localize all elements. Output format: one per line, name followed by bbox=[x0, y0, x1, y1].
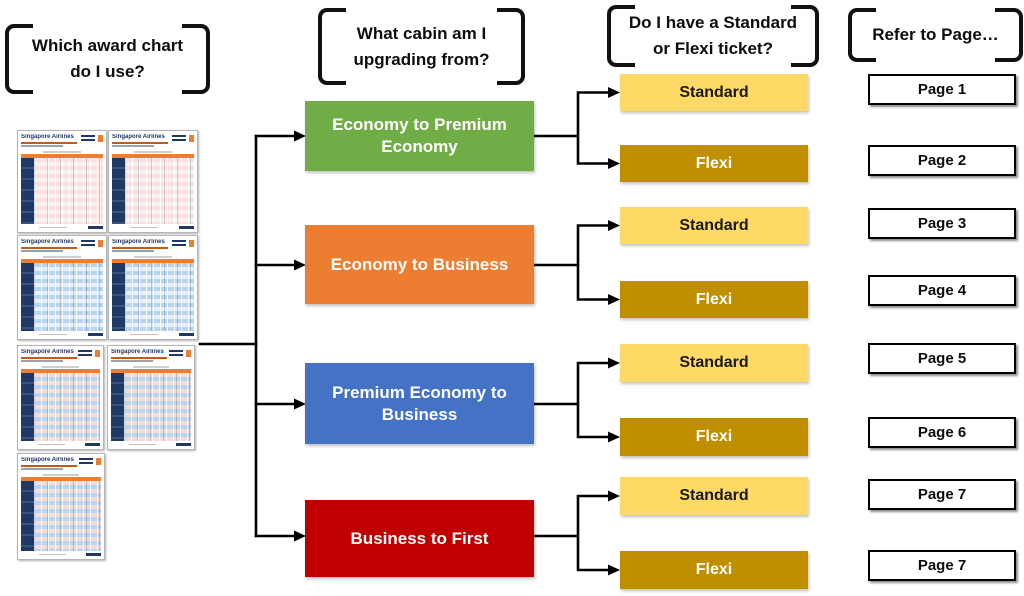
krisflyer-logo-icon bbox=[172, 239, 194, 250]
award-chart-thumbnail-2: Singapore Airlines bbox=[108, 130, 198, 233]
header-line: or Flexi ticket? bbox=[653, 39, 773, 58]
award-chart-thumbnail-1: Singapore Airlines bbox=[17, 130, 107, 233]
header-line: do I use? bbox=[70, 62, 145, 81]
thumb-header: Singapore Airlines bbox=[111, 349, 191, 364]
ticket-label: Flexi bbox=[695, 154, 733, 172]
header-line: Do I have a Standard bbox=[628, 13, 798, 32]
cabin-box-label: Economy to Business bbox=[330, 254, 509, 274]
cabin-box-economy-to-business: Economy to Business bbox=[305, 225, 534, 304]
page-box-2: Page 2 bbox=[868, 145, 1016, 176]
ticket-box-standard-2: Standard bbox=[620, 207, 808, 244]
krisflyer-logo-icon bbox=[172, 134, 194, 145]
ticket-box-standard-4: Standard bbox=[620, 477, 808, 515]
ticket-label: Standard bbox=[679, 354, 749, 371]
krisflyer-logo-icon bbox=[81, 134, 103, 145]
ticket-label: Flexi bbox=[695, 290, 733, 308]
header-page-refer: Refer to Page… bbox=[848, 8, 1023, 62]
thumb-table-header bbox=[111, 369, 191, 373]
header-line: upgrading from? bbox=[353, 49, 490, 69]
thumb-table-header bbox=[112, 154, 194, 158]
thumb-award-table bbox=[21, 481, 101, 551]
page-box-1: Page 1 bbox=[868, 74, 1016, 105]
thumb-table-header bbox=[21, 369, 100, 373]
page-label: Page 3 bbox=[917, 215, 967, 232]
thumb-header: Singapore Airlines bbox=[21, 134, 103, 149]
page-box-3: Page 3 bbox=[868, 208, 1016, 239]
ticket-box-flexi-3: Flexi bbox=[620, 418, 808, 456]
thumb-award-table bbox=[111, 373, 191, 441]
thumb-table-header bbox=[112, 259, 194, 263]
ticket-label: Flexi bbox=[695, 428, 733, 445]
krisflyer-logo-icon bbox=[81, 239, 103, 250]
header-line: Which award chart bbox=[31, 36, 184, 55]
page-box-5: Page 5 bbox=[868, 343, 1016, 374]
header-cabin-question: What cabin am I upgrading from? bbox=[318, 8, 525, 85]
thumb-table-header bbox=[21, 477, 101, 481]
header-ticket-question: Do I have a Standard or Flexi ticket? bbox=[607, 5, 819, 67]
page-label: Page 6 bbox=[917, 424, 967, 441]
thumb-header: Singapore Airlines bbox=[21, 457, 101, 472]
award-chart-thumbnail-5: Singapore Airlines bbox=[17, 345, 104, 450]
thumb-header: Singapore Airlines bbox=[112, 134, 194, 149]
header-line: What cabin am I bbox=[356, 23, 487, 43]
thumb-header: Singapore Airlines bbox=[21, 239, 103, 254]
thumb-award-table bbox=[21, 373, 100, 441]
thumb-award-table bbox=[112, 158, 194, 224]
award-chart-thumbnail-3: Singapore Airlines bbox=[17, 235, 107, 340]
page-label: Page 7 bbox=[917, 557, 967, 574]
cabin-box-label: Economy to Premium Economy bbox=[332, 115, 507, 156]
page-label: Page 4 bbox=[917, 282, 967, 299]
thumb-title: Singapore Airlines bbox=[21, 457, 74, 463]
award-chart-thumbnail-7: Singapore Airlines bbox=[17, 453, 105, 560]
krisflyer-logo-icon bbox=[169, 349, 191, 360]
thumb-award-table bbox=[21, 158, 103, 224]
ticket-box-flexi-4: Flexi bbox=[620, 551, 808, 589]
page-label: Page 1 bbox=[917, 81, 967, 98]
page-label: Page 5 bbox=[917, 350, 967, 367]
thumb-title: Singapore Airlines bbox=[112, 134, 165, 140]
cabin-box-business-to-first: Business to First bbox=[305, 500, 534, 577]
thumb-header: Singapore Airlines bbox=[112, 239, 194, 254]
thumb-title: Singapore Airlines bbox=[21, 239, 74, 245]
cabin-box-premium-economy-to-business: Premium Economy to Business bbox=[305, 363, 534, 444]
thumb-award-table bbox=[112, 263, 194, 331]
thumb-table-header bbox=[21, 259, 103, 263]
ticket-box-standard-3: Standard bbox=[620, 344, 808, 382]
thumb-table-header bbox=[21, 154, 103, 158]
ticket-box-flexi-2: Flexi bbox=[620, 281, 808, 318]
cabin-box-label: Business to First bbox=[350, 528, 489, 548]
page-box-4: Page 4 bbox=[868, 275, 1016, 306]
thumb-title: Singapore Airlines bbox=[21, 134, 74, 140]
cabin-box-economy-to-premium-economy: Economy to Premium Economy bbox=[305, 101, 534, 171]
ticket-label: Standard bbox=[679, 216, 749, 234]
krisflyer-logo-icon bbox=[79, 457, 101, 468]
ticket-label: Flexi bbox=[695, 561, 733, 578]
krisflyer-logo-icon bbox=[78, 349, 100, 360]
page-box-6: Page 6 bbox=[868, 417, 1016, 448]
cabin-box-label: Premium Economy to Business bbox=[332, 382, 507, 424]
header-line: Refer to Page… bbox=[872, 25, 999, 44]
page-box-8: Page 7 bbox=[868, 550, 1016, 581]
page-box-7: Page 7 bbox=[868, 479, 1016, 510]
ticket-box-flexi-1: Flexi bbox=[620, 145, 808, 182]
page-label: Page 7 bbox=[917, 486, 967, 503]
award-chart-thumbnail-4: Singapore Airlines bbox=[108, 235, 198, 340]
ticket-label: Standard bbox=[679, 83, 749, 101]
thumb-header: Singapore Airlines bbox=[21, 349, 100, 364]
thumb-title: Singapore Airlines bbox=[21, 349, 74, 355]
award-chart-thumbnail-6: Singapore Airlines bbox=[107, 345, 195, 450]
thumb-award-table bbox=[21, 263, 103, 331]
header-award-chart: Which award chart do I use? bbox=[5, 24, 210, 94]
ticket-box-standard-1: Standard bbox=[620, 74, 808, 111]
ticket-label: Standard bbox=[679, 487, 749, 504]
page-label: Page 2 bbox=[917, 152, 967, 169]
thumb-title: Singapore Airlines bbox=[111, 349, 164, 355]
thumb-title: Singapore Airlines bbox=[112, 239, 165, 245]
